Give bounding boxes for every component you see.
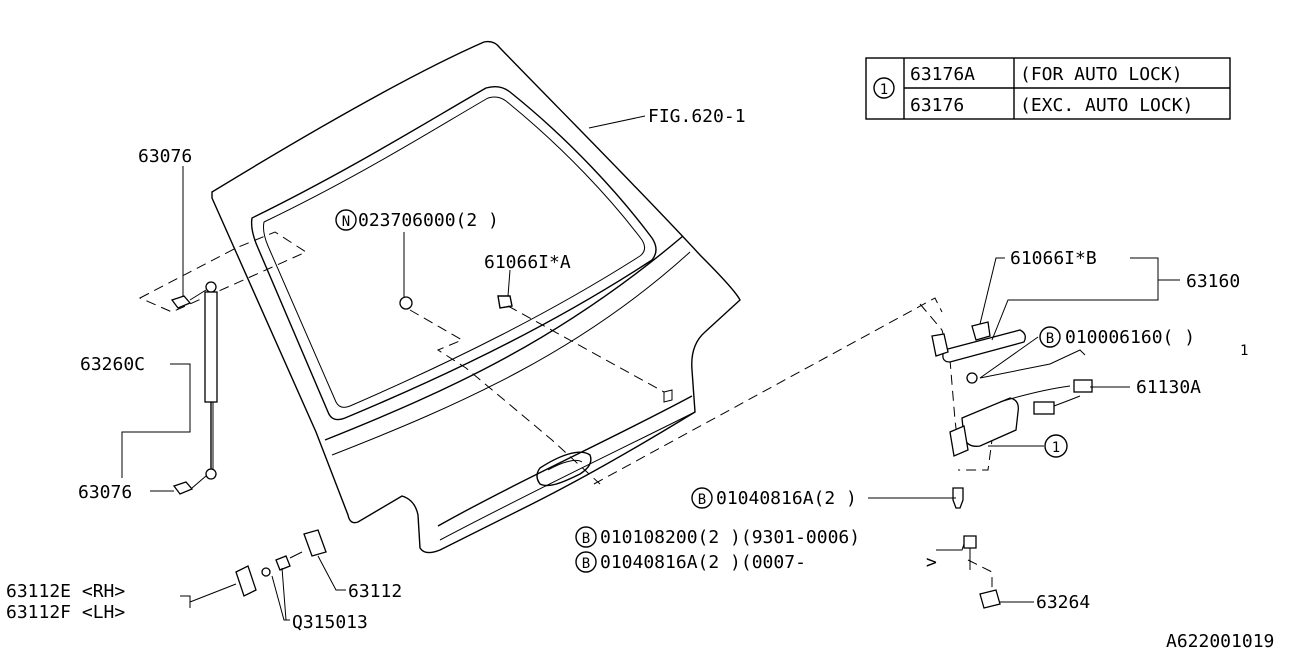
gas-stay-assembly bbox=[170, 281, 218, 495]
bolt-1-circle-symbol bbox=[1039, 326, 1061, 348]
label-bolt-circle-2: B bbox=[698, 492, 706, 508]
label-bolt-1: 010006160( ) bbox=[1065, 327, 1195, 348]
hinge-fitting bbox=[235, 565, 257, 597]
label-bolt-circle-3: B bbox=[582, 531, 590, 547]
reference-dashed-lines bbox=[138, 231, 993, 600]
table-part-row-2: 63176 bbox=[910, 95, 964, 116]
label-gas-stay: 63260C bbox=[80, 354, 145, 375]
striker-fitting bbox=[979, 589, 1001, 609]
rear-gate-panel bbox=[211, 40, 741, 554]
table-part-row-1: 63176A bbox=[910, 64, 975, 85]
gas-stay-cylinder bbox=[204, 291, 218, 403]
hinge-assembly bbox=[235, 529, 327, 597]
label-bolt-circle-4: B bbox=[582, 556, 590, 572]
label-bolt-circle-1: B bbox=[1046, 331, 1054, 347]
label-diagram-id: A622001019 bbox=[1166, 631, 1274, 652]
part-table: 1 63176A (FOR AUTO LOCK) 63176 (EXC. AUT… bbox=[865, 57, 1231, 120]
label-fig-ref: FIG.620-1 bbox=[648, 106, 746, 127]
bolt-3-fitting bbox=[963, 535, 977, 549]
table-note-row-1: (FOR AUTO LOCK) bbox=[1020, 64, 1183, 85]
label-handle-assy: 63160 bbox=[1186, 271, 1240, 292]
label-clip-a: 61066I*A bbox=[484, 252, 571, 273]
clip-a-fitting bbox=[497, 295, 513, 309]
bolt-2-circle-symbol bbox=[691, 487, 713, 509]
table-note-row-2: (EXC. AUTO LOCK) bbox=[1020, 95, 1193, 116]
label-hinge-rh: 63112E <RH> bbox=[6, 581, 125, 602]
table-ref-number: 1 bbox=[880, 82, 888, 98]
latch-assembly bbox=[931, 321, 1093, 609]
lock-actuator-body bbox=[961, 397, 1019, 447]
connector-1 bbox=[1073, 379, 1093, 393]
stay-end-top-fitting bbox=[170, 295, 192, 309]
label-clip-b: 61066I*B bbox=[1010, 248, 1097, 269]
label-bolt-1-sub: 1 bbox=[1240, 343, 1248, 359]
label-stay-end-bottom: 63076 bbox=[78, 482, 132, 503]
label-nut-part: 023706000(2 ) bbox=[358, 210, 499, 231]
label-lock-actuator: 61130A bbox=[1136, 377, 1201, 398]
table-ref-circle bbox=[873, 77, 895, 99]
hinge-bracket-fitting bbox=[303, 529, 327, 557]
label-bolt-3: 010108200(2 )(9301-0006) bbox=[600, 527, 860, 548]
label-hinge-bracket: 63112 bbox=[348, 581, 402, 602]
lock-ref-circle-symbol bbox=[1044, 434, 1068, 458]
leader-lines bbox=[121, 115, 1180, 621]
label-bolt-4: 01040816A(2 )(0007- bbox=[600, 552, 806, 573]
label-nut-circle: N bbox=[342, 214, 350, 230]
label-stay-end-top: 63076 bbox=[138, 146, 192, 167]
label-lock-ref: 1 bbox=[1052, 440, 1060, 456]
connector-2 bbox=[1033, 401, 1055, 415]
nut-fitting bbox=[399, 296, 413, 310]
bolt-3-circle-symbol bbox=[575, 526, 597, 548]
nut-circle-symbol bbox=[335, 209, 357, 231]
label-bolt-4-end: > bbox=[926, 552, 937, 573]
label-bolt-2: 01040816A(2 ) bbox=[716, 488, 857, 509]
label-hinge-bolt: Q315013 bbox=[292, 612, 368, 633]
stay-end-bottom-fitting bbox=[172, 481, 194, 495]
label-hinge-lh: 63112F <LH> bbox=[6, 602, 125, 623]
handle-fitting bbox=[942, 329, 1026, 363]
label-striker: 63264 bbox=[1036, 592, 1090, 613]
part-labels: FIG.620-1 N 023706000(2 ) 61066I*A 61066… bbox=[6, 106, 1274, 652]
bolt-4-circle-symbol bbox=[575, 551, 597, 573]
bolt-2-fitting bbox=[952, 487, 964, 509]
